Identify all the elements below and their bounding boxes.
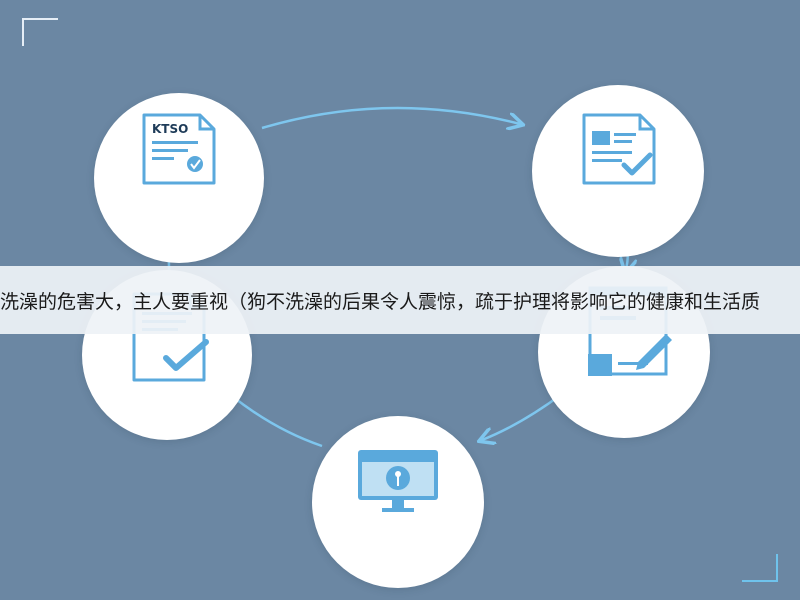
caption-band: 洗澡的危害大，主人要重视（狗不洗澡的后果令人震惊，疏于护理将影响它的健康和生活质 [0, 266, 800, 334]
step-node-1: KTSO [94, 93, 264, 263]
arrow-1-to-2 [261, 106, 520, 128]
frame-corner-top-left [22, 18, 58, 46]
document-label: KTSO [152, 122, 188, 136]
document-check-icon [582, 113, 656, 185]
step-node-5 [312, 416, 484, 588]
document-badge-icon: KTSO [142, 113, 216, 185]
frame-corner-bottom-right [742, 554, 778, 582]
caption-text: 洗澡的危害大，主人要重视（狗不洗澡的后果令人震惊，疏于护理将影响它的健康和生活质 [0, 290, 761, 313]
monitor-key-icon [358, 450, 438, 512]
step-node-2 [532, 85, 704, 257]
arrow-3-to-5 [231, 395, 323, 448]
